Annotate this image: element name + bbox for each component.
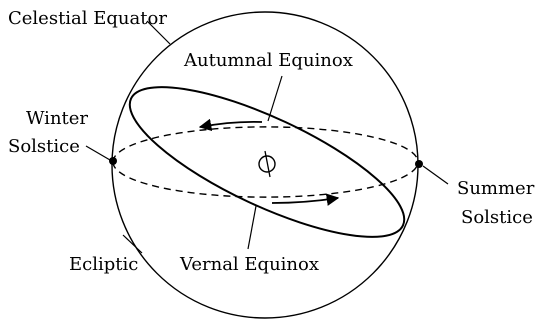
- label-summer-solstice-line1: Summer: [457, 178, 535, 199]
- label-summer-solstice-line2: Solstice: [461, 207, 533, 228]
- leader-ecliptic: [122, 234, 143, 254]
- label-vernal-equinox: Vernal Equinox: [179, 254, 319, 275]
- celestial-equator-front: [112, 161, 419, 198]
- label-ecliptic: Ecliptic: [69, 254, 138, 275]
- label-autumnal-equinox: Autumnal Equinox: [183, 50, 353, 71]
- earth-icon: [258, 150, 276, 178]
- ecliptic-orbit: [128, 86, 406, 238]
- leader-celestial-equator: [146, 20, 171, 45]
- winter-solstice-dot: [109, 157, 117, 165]
- celestial-equator-back: [112, 126, 419, 163]
- leader-summer-solstice: [422, 165, 449, 185]
- label-celestial-equator: Celestial Equator: [8, 8, 167, 29]
- label-winter-solstice-line2: Solstice: [8, 136, 80, 157]
- arrow-autumnal-to-winter: [198, 118, 263, 132]
- leader-vernal-equinox: [247, 205, 257, 250]
- leader-autumnal-equinox: [267, 75, 283, 122]
- label-winter-solstice-line1: Winter: [26, 108, 88, 129]
- arrow-vernal-to-summer: [271, 193, 340, 206]
- summer-solstice-dot: [415, 160, 423, 168]
- leader-winter-solstice: [85, 145, 111, 161]
